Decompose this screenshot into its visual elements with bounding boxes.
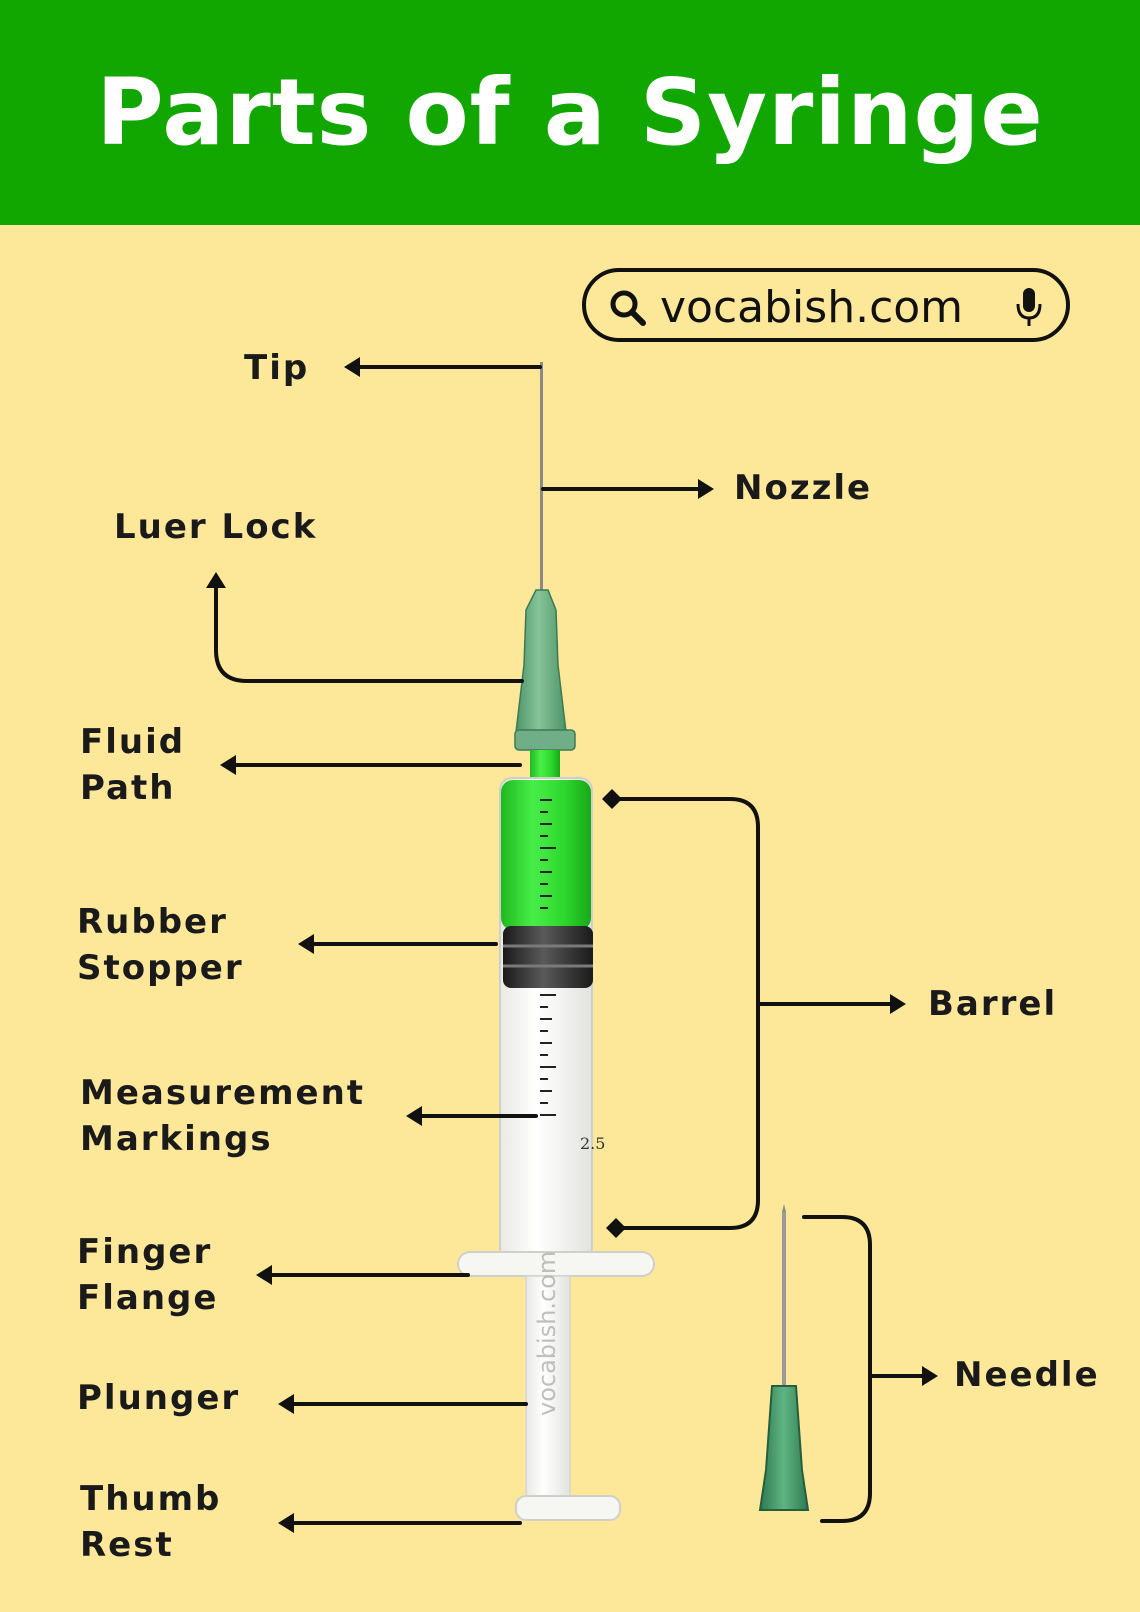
leader-lines: [214, 365, 928, 1525]
label-rubber-stopper: Rubber Stopper: [77, 902, 244, 988]
needle-shaft: [782, 1212, 786, 1390]
luer-hub-collar: [514, 729, 576, 751]
label-finger-flange: Finger Flange: [77, 1232, 219, 1318]
plunger-rod: [525, 1275, 571, 1507]
luer-hub: [515, 589, 567, 733]
label-luer-lock: Luer Lock: [114, 507, 318, 547]
label-thumb-rest: Thumb Rest: [80, 1479, 222, 1565]
barrel-fluid: [501, 780, 591, 930]
watermark: vocabish.com: [533, 1250, 561, 1416]
label-tip: Tip: [244, 348, 310, 388]
label-plunger: Plunger: [77, 1378, 241, 1418]
arrowheads: [206, 357, 938, 1533]
needle-hub: [758, 1385, 810, 1511]
label-nozzle: Nozzle: [734, 468, 873, 508]
search-icon: [610, 290, 646, 326]
microphone-icon[interactable]: [1014, 286, 1044, 330]
page-title: Parts of a Syringe: [96, 59, 1044, 166]
header-banner: Parts of a Syringe: [0, 0, 1140, 225]
search-text: vocabish.com: [660, 282, 964, 333]
search-bar[interactable]: vocabish.com: [582, 268, 1070, 342]
fluid-neck: [530, 750, 560, 780]
label-fluid-path: Fluid Path: [80, 722, 186, 808]
label-measurement-markings: Measurement Markings: [80, 1073, 366, 1159]
label-needle: Needle: [954, 1355, 1100, 1395]
label-barrel: Barrel: [928, 984, 1058, 1024]
rubber-stopper-shape: [503, 926, 593, 988]
syringe-needle-shaft: [540, 362, 543, 592]
scale-number: 2.5: [580, 1134, 605, 1153]
thumb-rest-shape: [515, 1495, 621, 1521]
measurement-ticks: [540, 799, 556, 1116]
needle-point: [782, 1204, 786, 1212]
